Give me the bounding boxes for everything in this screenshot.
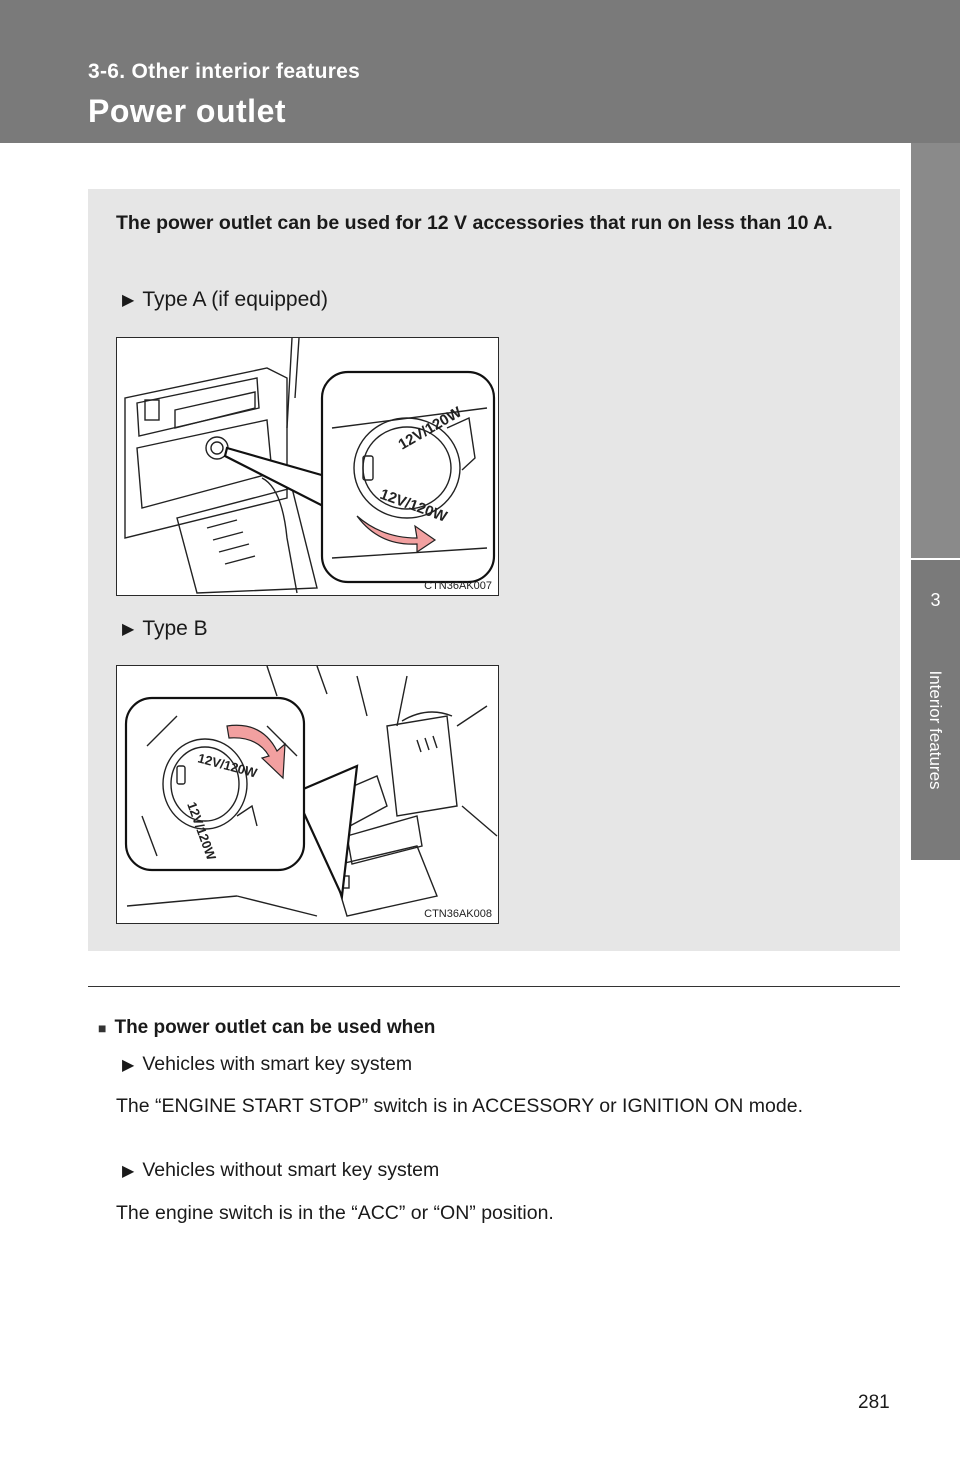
bullet-arrow-icon: ▶ <box>122 621 135 638</box>
type-b-label-text: Type B <box>142 617 208 640</box>
type-b-figure: 12V/120W 12V/120W CTN36AK008 <box>116 665 499 924</box>
type-a-illustration: 12V/120W 12V/120W <box>124 338 496 594</box>
page-title: Power outlet <box>88 93 287 129</box>
type-b-label: ▶ Type B <box>122 617 208 641</box>
intro-text: The power outlet can be used for 12 V ac… <box>116 212 833 234</box>
smart-key-label-text: Vehicles with smart key system <box>142 1053 413 1075</box>
usage-heading: ■ The power outlet can be used when <box>98 1017 435 1039</box>
no-smart-key-label: ▶ Vehicles without smart key system <box>122 1159 439 1182</box>
page-header: 3-6. Other interior features Power outle… <box>0 0 960 143</box>
type-a-figure: 12V/120W 12V/120W CTN36AK007 <box>116 337 499 596</box>
bullet-arrow-icon: ▶ <box>122 1162 135 1180</box>
type-a-label-text: Type A (if equipped) <box>142 288 328 311</box>
bullet-arrow-icon: ▶ <box>122 1056 135 1074</box>
chapter-number: 3 <box>930 590 941 610</box>
side-tab-background <box>911 143 960 558</box>
smart-key-label: ▶ Vehicles with smart key system <box>122 1053 412 1076</box>
type-a-figure-code: CTN36AK007 <box>424 580 492 592</box>
page-number: 281 <box>858 1392 890 1413</box>
smart-key-text: The “ENGINE START STOP” switch is in ACC… <box>116 1095 804 1117</box>
type-b-illustration: 12V/120W 12V/120W <box>124 666 498 917</box>
no-smart-key-text: The engine switch is in the “ACC” or “ON… <box>116 1202 554 1224</box>
chapter-tab[interactable]: 3 Interior features <box>911 560 960 860</box>
section-label: 3-6. Other interior features <box>88 60 361 83</box>
usage-heading-text: The power outlet can be used when <box>114 1017 436 1038</box>
type-a-label: ▶ Type A (if equipped) <box>122 288 328 312</box>
section-divider <box>88 986 900 987</box>
chapter-name: Interior features <box>926 670 945 790</box>
type-b-figure-code: CTN36AK008 <box>424 908 492 920</box>
bullet-arrow-icon: ▶ <box>122 292 135 309</box>
heading-square-icon: ■ <box>98 1020 107 1036</box>
no-smart-key-label-text: Vehicles without smart key system <box>142 1159 440 1181</box>
